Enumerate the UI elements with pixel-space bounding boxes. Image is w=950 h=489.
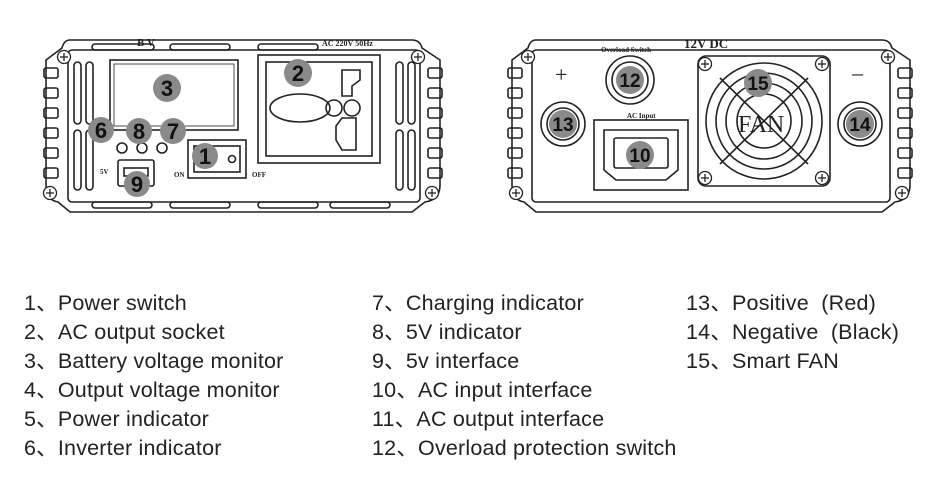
negative-symbol: – — [851, 60, 864, 85]
legend-item: 12、Overload protection switch — [372, 436, 677, 460]
svg-text:6: 6 — [95, 118, 107, 143]
svg-text:12: 12 — [619, 71, 640, 92]
front-panel — [43, 39, 443, 213]
legend-item: 2、AC output socket — [24, 320, 225, 344]
svg-text:8: 8 — [133, 119, 145, 144]
rear-right-fins — [897, 67, 913, 179]
callout-14: 14 — [846, 110, 874, 138]
legend-item: 5、Power indicator — [24, 407, 210, 431]
legend-item: 8、5V indicator — [372, 320, 522, 344]
svg-text:13: 13 — [552, 115, 573, 136]
rear-panel — [507, 39, 913, 213]
negative-terminal — [837, 101, 883, 147]
front-left-fins — [43, 67, 59, 179]
callout-7: 7 — [160, 118, 186, 144]
svg-text:2: 2 — [292, 61, 304, 86]
svg-text:10: 10 — [629, 146, 650, 167]
callout-12: 12 — [616, 66, 644, 94]
legend-item: 15、Smart FAN — [686, 349, 839, 373]
front-off-label: OFF — [252, 171, 266, 179]
legend-item: 13、Positive (Red) — [686, 291, 877, 315]
svg-text:3: 3 — [161, 76, 173, 101]
callouts: 3 2 6 8 7 1 9 12 13 10 15 14 — [88, 59, 874, 197]
callout-13: 13 — [549, 110, 577, 138]
svg-text:15: 15 — [747, 74, 769, 95]
overload-switch[interactable] — [605, 55, 655, 105]
legend-item: 3、Battery voltage monitor — [24, 349, 284, 373]
positive-symbol: + — [555, 62, 567, 87]
svg-text:7: 7 — [167, 119, 179, 144]
rear-title: 12V DC — [684, 36, 728, 51]
legend-item: 6、Inverter indicator — [24, 436, 222, 460]
front-on-label: ON — [174, 171, 185, 179]
power-switch[interactable] — [187, 139, 247, 179]
callout-8: 8 — [126, 118, 152, 144]
front-right-fins — [427, 67, 443, 179]
rear-left-fins — [507, 67, 523, 179]
5v-indicator-led — [136, 142, 148, 154]
svg-text:9: 9 — [131, 172, 143, 197]
positive-terminal — [540, 101, 586, 147]
charging-indicator-led — [156, 142, 168, 154]
callout-9: 9 — [124, 171, 150, 197]
callout-15: 15 — [744, 69, 772, 97]
ac-input-interface — [593, 119, 689, 191]
front-top-left-label: B V — [137, 37, 155, 49]
legend-item: 10、AC input interface — [372, 378, 593, 402]
svg-text:1: 1 — [199, 144, 211, 169]
svg-text:14: 14 — [849, 115, 871, 136]
overload-switch-label: Overload Switch — [601, 46, 651, 54]
front-top-right-label: AC 220V 50Hz — [322, 39, 373, 48]
legend-item: 1、Power switch — [24, 291, 187, 315]
legend-item: 4、Output voltage monitor — [24, 378, 280, 402]
ac-input-label: AC Input — [627, 112, 656, 120]
callout-6: 6 — [88, 117, 114, 143]
callout-10: 10 — [626, 141, 654, 169]
legend-item: 11、AC output interface — [372, 407, 605, 431]
inverter-indicator-led — [116, 142, 128, 154]
ac-output-socket — [257, 54, 381, 164]
legend-item: 14、Negative (Black) — [686, 320, 900, 344]
fan-label: FAN — [738, 112, 784, 138]
front-5v-label: 5V — [100, 168, 109, 176]
legend-item: 9、5v interface — [372, 349, 520, 373]
callout-3: 3 — [153, 74, 181, 102]
callout-1: 1 — [192, 143, 218, 169]
inverter-diagram: B V AC 220V 50Hz 5V ON OFF — [42, 36, 913, 213]
legend-item: 7、Charging indicator — [372, 291, 584, 315]
callout-2: 2 — [284, 59, 312, 87]
